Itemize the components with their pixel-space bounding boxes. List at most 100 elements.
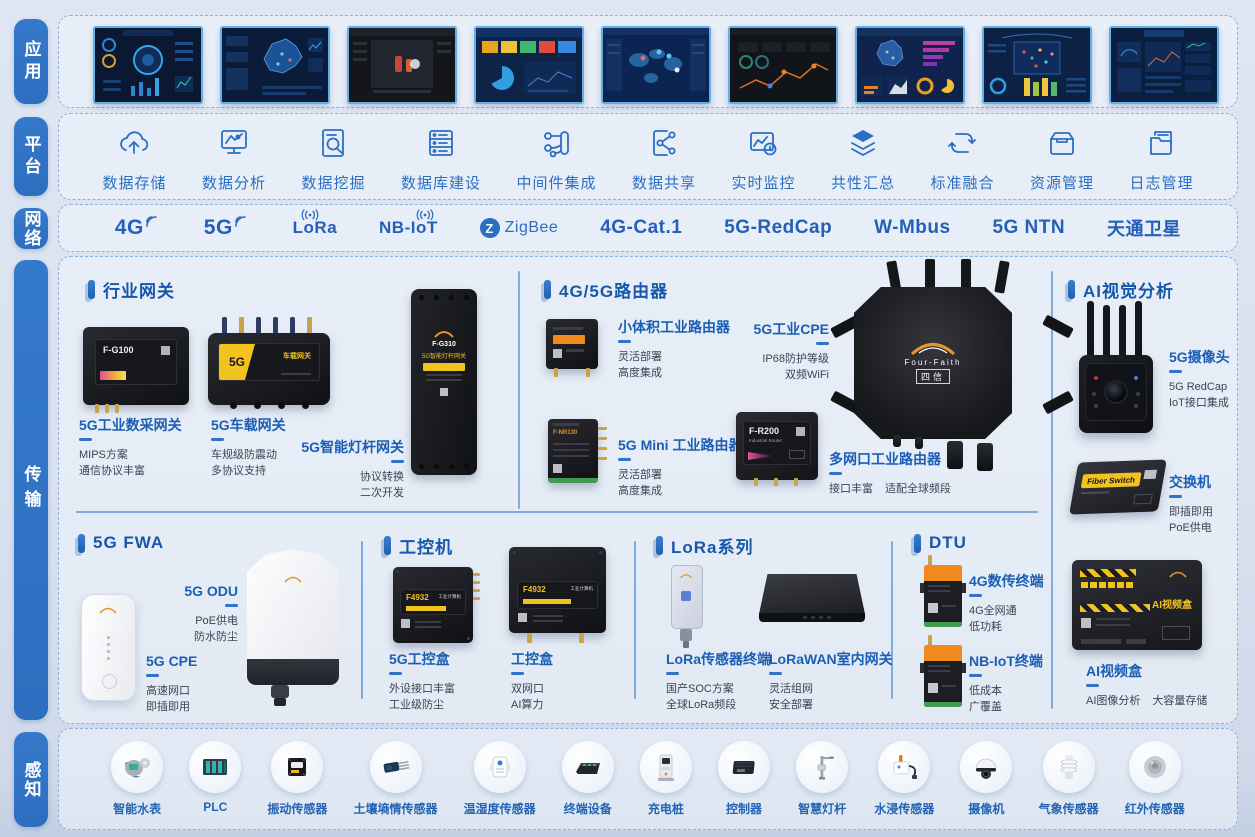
platform-item-data-analysis: 数据分析 [202, 125, 266, 193]
perception-item-water-meter: 智能水表 [111, 741, 164, 817]
four-faith-logo-icon [434, 331, 454, 338]
platform-item-middleware: 中间件集成 [516, 125, 596, 193]
network-item-4g: 4G [115, 215, 162, 240]
divider [76, 511, 1038, 513]
device-nr130-mini-router: F-NR130 [548, 419, 607, 483]
platform-item-data-storage: 数据存储 [102, 125, 166, 193]
share-icon [646, 125, 682, 166]
infrared-sensor-icon [1128, 741, 1181, 793]
device-fg310-pole-gateway: F-G310 5G智能灯杆网关 [411, 289, 477, 475]
platform-item-realtime-monitoring: 实时监控 [731, 125, 795, 193]
divider [361, 541, 363, 699]
device-5g-industrial-cpe: Four-Faith 四信 [830, 259, 1074, 473]
product-5g-industrial-daq-gateway: 5G工业数采网关 MIPS方案 通信协议丰富 [79, 417, 182, 477]
device-ai-video-box: AI视频盒 [1072, 560, 1202, 650]
network-item-5g-ntn: 5G NTN [992, 217, 1066, 238]
dome-camera-icon [960, 741, 1013, 793]
title-bar-icon [384, 536, 391, 555]
section-title-routers: 4G/5G路由器 [544, 277, 668, 302]
section-title-ipc: 工控机 [384, 533, 453, 558]
app-screenshot-kpi-statistics [474, 26, 584, 104]
layer-pill-platform: 平台 [14, 117, 48, 196]
perception-item-weather-sensor: 气象传感器 [1039, 741, 1099, 817]
product-5g-cpe: 5G CPE 高速网口 即插即用 [146, 653, 198, 713]
four-faith-logo-icon [284, 576, 302, 583]
controller-icon [718, 741, 771, 793]
product-5g-industrial-cpe: 5G工业CPE IP68防护等级 双频WiFi [753, 321, 829, 381]
platform-item-data-sharing: 数据共享 [632, 125, 696, 193]
title-bar-icon [1068, 280, 1075, 299]
device-5g-cpe [81, 594, 136, 701]
platform-item-database: 数据库建设 [401, 125, 481, 193]
zigbee-logo-icon: Z [479, 218, 500, 238]
network-item-4g-cat1: 4G-Cat.1 [600, 217, 683, 238]
soil-moisture-sensor-icon [369, 741, 422, 793]
perception-item-camera: 摄像机 [960, 741, 1013, 817]
device-5g-camera [1079, 301, 1153, 433]
device-r200-router: F-R200 Industrial Router [736, 412, 818, 486]
app-screenshot-world-map [601, 26, 711, 104]
smart-pole-icon [796, 741, 849, 793]
product-multiport-industrial-router: 多网口工业路由器 接口丰富适配全球频段 [829, 451, 951, 495]
antenna-icon [416, 209, 434, 220]
four-faith-logo-icon [1169, 571, 1187, 578]
perception-item-charging-pile: 充电桩 [639, 741, 692, 817]
section-title-5g-fwa: 5G FWA [78, 533, 164, 553]
smart-water-meter-icon [111, 741, 164, 793]
divider [1051, 271, 1053, 709]
title-bar-icon [78, 533, 85, 553]
signal-icon [234, 215, 246, 227]
weather-sensor-icon [1042, 741, 1095, 793]
product-lora-sensor-terminal: LoRa传感器终端 国产SOC方案 全球LoRa频段 [666, 651, 771, 711]
app-screenshot-china-map [220, 26, 330, 104]
title-bar-icon [656, 536, 663, 555]
product-5g-mini-industrial-router: 5G Mini 工业路由器 灵活部署 高度集成 [618, 437, 743, 497]
title-bar-icon [914, 533, 921, 553]
device-fiber-switch: Fiber Switch [1069, 459, 1167, 515]
divider [891, 541, 893, 699]
antenna-icon [301, 209, 318, 220]
doc-mining-icon [315, 125, 351, 166]
perception-item-infrared-sensor: 红外传感器 [1125, 741, 1185, 817]
perception-item-plc: PLC [189, 741, 242, 814]
section-title-dtu: DTU [914, 533, 967, 553]
layers-icon [845, 125, 881, 166]
app-screenshot-video-surveillance [347, 26, 457, 104]
terminal-device-icon [561, 741, 614, 793]
transmission-layer-box: 行业网关 4G/5G路由器 AI视觉分析 5G FWA 工控机 LoRa系列 D… [58, 256, 1238, 724]
device-lora-sensor-terminal [671, 565, 703, 649]
perception-item-terminal-device: 终端设备 [561, 741, 614, 817]
application-layer-box [58, 15, 1238, 108]
perception-item-vibration-sensor: 振动传感器 [267, 741, 327, 817]
network-item-nbiot: NB-IoT [379, 209, 438, 238]
title-bar-icon [544, 280, 551, 299]
device-nbiot-terminal [920, 635, 966, 707]
product-5g-vehicle-gateway: 5G车载网关 车规级防震动 多协议支持 [211, 417, 286, 477]
device-ipc-box: F4932 工业计算机 [509, 547, 606, 643]
perception-item-water-leak-sensor: 水浸传感器 [874, 741, 934, 817]
logs-icon [1143, 125, 1179, 166]
four-faith-logo-icon [680, 574, 692, 579]
product-compact-industrial-router: 小体积工业路由器 灵活部署 高度集成 [618, 319, 730, 379]
platform-item-standard-fusion: 标准融合 [930, 125, 994, 193]
platform-layer-box: 数据存储 数据分析 数据挖掘 数据库建设 中间件集成 数据共享 实时监控 共性汇… [58, 113, 1238, 200]
network-item-5g-redcap: 5G-RedCap [724, 217, 833, 238]
layer-pill-application: 应用 [14, 19, 48, 104]
app-screenshot-strip [93, 26, 1219, 104]
middleware-icon [538, 125, 574, 166]
section-title-ai-vision: AI视觉分析 [1068, 277, 1174, 302]
layer-pill-perception: 感知 [14, 732, 48, 827]
device-5g-odu [247, 549, 339, 707]
platform-item-resource-mgmt: 资源管理 [1030, 125, 1094, 193]
app-screenshot-smart-factory [93, 26, 203, 104]
product-ipc-box: 工控盒 双网口 AI算力 [511, 651, 553, 711]
database-icon [423, 125, 459, 166]
perception-item-temp-humidity-sensor: 温湿度传感器 [464, 741, 536, 817]
vibration-sensor-icon [271, 741, 324, 793]
device-5g-ipc-box: F4932 工业计算机 [393, 567, 480, 643]
perception-item-smart-pole: 智慧灯杆 [796, 741, 849, 817]
product-switch: 交换机 即插即用 PoE供电 [1169, 474, 1213, 534]
